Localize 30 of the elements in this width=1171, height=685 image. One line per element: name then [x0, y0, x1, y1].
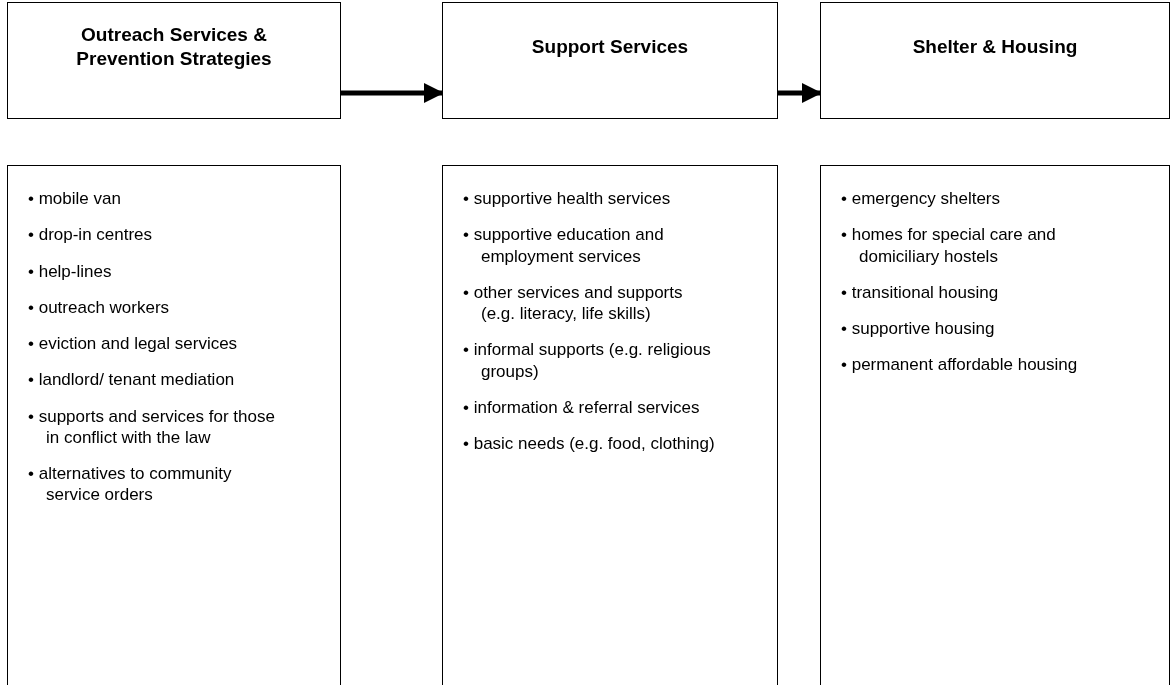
bullet-item: • supportive education and employment services — [463, 224, 665, 267]
bullet-item: • eviction and legal services — [28, 333, 239, 355]
stage-box — [820, 2, 1170, 119]
arrow — [778, 83, 822, 103]
bullet-item: • mobile van — [28, 188, 122, 210]
bullet-item: • emergency shelters — [841, 188, 1002, 210]
bullet-item: • outreach workers — [28, 296, 171, 318]
bullet-item: • supportive housing — [841, 318, 996, 340]
bullet-item: • alternatives to community service orders — [28, 463, 233, 506]
bullet-item: • basic needs (e.g. food, clothing) — [463, 433, 716, 455]
bullet-item: • help-lines — [28, 260, 113, 282]
bullet-item: • homes for special care and domiciliary hostels — [841, 224, 1057, 267]
list-panel — [7, 165, 341, 685]
stage-title: Shelter & Housing — [912, 34, 1078, 59]
bullet-item: • other services and supports (e.g. literacy, life skills) — [463, 281, 684, 325]
bullet-item: • transitional housing — [841, 281, 1000, 303]
bullet-item: • landlord/ tenant mediation — [28, 369, 236, 391]
bullet-item: • information & referral services — [463, 396, 701, 418]
stage-box — [7, 2, 341, 119]
bullet-item: • supports and services for those in conflict with the law — [28, 405, 276, 448]
bullet-item: • drop-in centres — [28, 224, 154, 246]
bullet-item: • permanent affordable housing — [841, 354, 1079, 376]
arrow — [341, 83, 444, 103]
list-panel — [820, 165, 1170, 685]
stage-title: Support Services — [531, 34, 689, 59]
bullet-item: • supportive health services — [463, 188, 672, 210]
bullet-item: • informal supports (e.g. religious groups) — [463, 339, 712, 382]
stage-box — [442, 2, 778, 119]
stage-title: Outreach Services & Prevention Strategies — [75, 22, 273, 71]
list-panel — [442, 165, 778, 685]
